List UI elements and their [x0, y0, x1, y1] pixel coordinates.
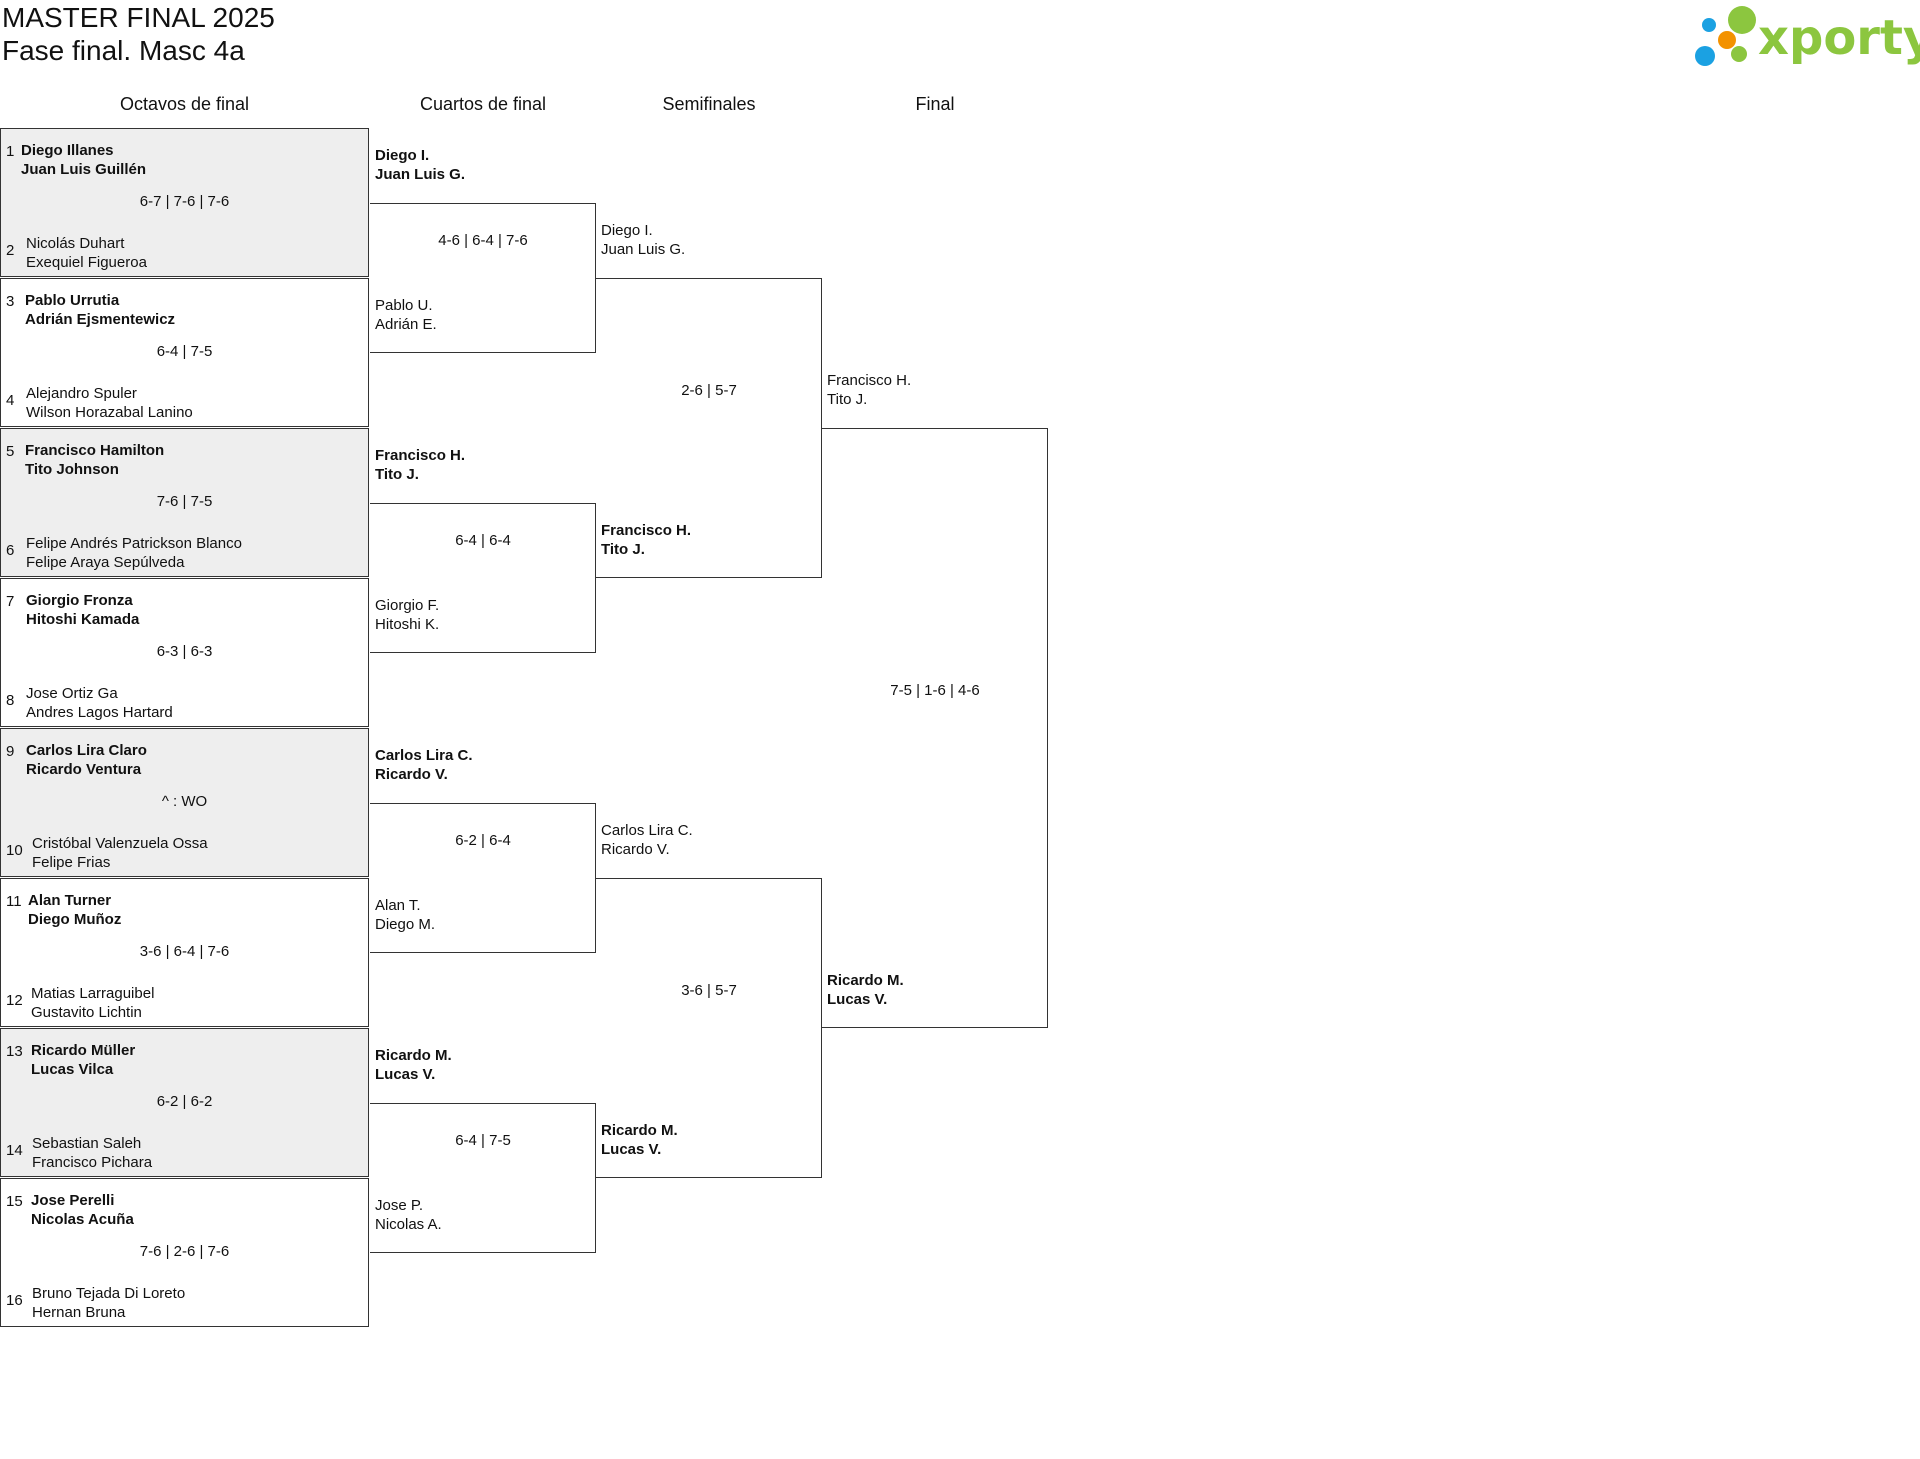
qf-connector-3 [370, 803, 596, 953]
seed-number: 12 [6, 992, 23, 1009]
qf3-score: 6-2 | 6-4 [455, 832, 511, 849]
final-team-bottom: Ricardo M.Lucas V. [827, 972, 904, 1008]
qf4-score: 6-4 | 7-5 [455, 1132, 511, 1149]
logo-dot-green [1731, 46, 1747, 62]
seed-number: 16 [6, 1292, 23, 1309]
sf-connector-1 [596, 278, 822, 578]
match-score: 7-6 | 7-5 [156, 493, 213, 510]
logo-wordmark: xporty [1758, 10, 1920, 66]
seed-number: 1 [6, 143, 15, 160]
logo-dot-small-blue [1702, 18, 1716, 32]
sf2-team-top: Carlos Lira C.Ricardo V. [601, 822, 693, 858]
qf1-team-top: Diego I.Juan Luis G. [375, 147, 466, 183]
round-header-octavos: Octavos de final [119, 94, 250, 114]
seed-number: 5 [6, 443, 15, 460]
match-score: 3-6 | 6-4 | 7-6 [139, 943, 230, 960]
qf-connector-2 [370, 503, 596, 653]
sf-connector-2 [596, 878, 822, 1178]
seed-number: 14 [6, 1142, 23, 1159]
qf2-team-top: Francisco H.Tito J. [375, 447, 466, 483]
sf2-team-bottom: Ricardo M.Lucas V. [601, 1122, 678, 1158]
sf2-score: 3-6 | 5-7 [681, 982, 737, 999]
logo-dot-blue [1695, 46, 1715, 66]
qf3-team-top: Carlos Lira C.Ricardo V. [375, 747, 473, 783]
xporty-logo: xporty [1695, 6, 1920, 66]
qf2-score: 6-4 | 6-4 [455, 532, 511, 549]
page-subtitle: Fase final. Masc 4a [2, 35, 245, 66]
logo-dot-big-green [1728, 6, 1756, 34]
seed-number: 6 [6, 542, 15, 559]
qf3-team-bottom: Alan T.Diego M. [375, 897, 436, 933]
seed-number: 2 [6, 242, 15, 259]
page-title: MASTER FINAL 2025 [2, 2, 275, 33]
seed-number: 3 [6, 293, 15, 310]
sf1-team-top: Diego I.Juan Luis G. [601, 222, 686, 258]
seed-number: 15 [6, 1193, 23, 1210]
seed-number: 7 [6, 593, 15, 610]
qf4-team-bottom: Jose P.Nicolas A. [375, 1197, 442, 1233]
match-score: 6-4 | 7-5 [156, 343, 213, 360]
qf-connector-1 [370, 203, 596, 353]
seed-number: 10 [6, 842, 23, 859]
qf4-team-top: Ricardo M.Lucas V. [375, 1047, 452, 1083]
seed-number: 4 [6, 392, 15, 409]
match-score: ^ : WO [161, 793, 208, 810]
sf1-score: 2-6 | 5-7 [681, 382, 737, 399]
qf1-team-bottom: Pablo U.Adrián E. [375, 297, 437, 333]
qf1-score: 4-6 | 6-4 | 7-6 [438, 232, 528, 249]
match-score: 6-2 | 6-2 [156, 1093, 213, 1110]
match-score: 7-6 | 2-6 | 7-6 [139, 1243, 230, 1260]
sf1-team-bottom: Francisco H.Tito J. [601, 522, 692, 558]
logo-dot-orange [1718, 31, 1736, 49]
final-connector [822, 428, 1048, 1028]
round-header-final: Final [915, 94, 955, 114]
round-header-semifinales: Semifinales [662, 94, 756, 114]
round-header-cuartos: Cuartos de final [419, 94, 547, 114]
final-score: 7-5 | 1-6 | 4-6 [890, 682, 980, 699]
seed-number: 11 [6, 893, 22, 910]
match-score: 6-3 | 6-3 [156, 643, 213, 660]
qf2-team-bottom: Giorgio F.Hitoshi K. [375, 597, 440, 633]
seed-number: 8 [6, 692, 15, 709]
seed-number: 13 [6, 1043, 23, 1060]
final-team-top: Francisco H.Tito J. [827, 372, 912, 408]
seed-number: 9 [6, 743, 15, 760]
match-score: 6-7 | 7-6 | 7-6 [139, 193, 230, 210]
qf-connector-4 [370, 1103, 596, 1253]
